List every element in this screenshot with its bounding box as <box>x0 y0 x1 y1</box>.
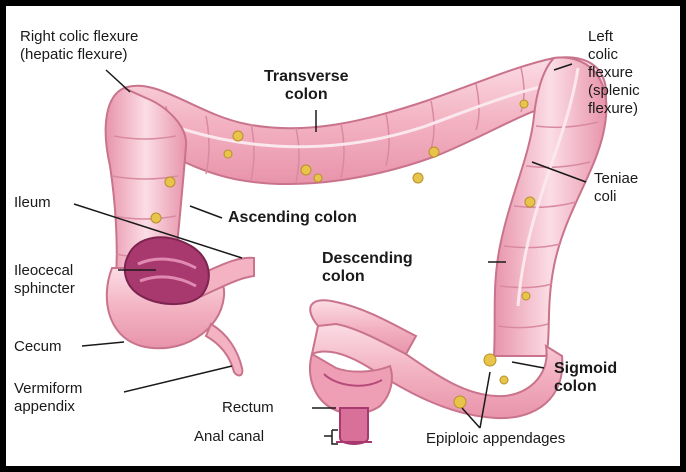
label-teniae-coli: Teniae coli <box>594 170 638 206</box>
label-right-colic-flexure: Right colic flexure (hepatic flexure) <box>20 28 138 64</box>
label-sigmoid-colon: Sigmoid colon <box>554 360 617 396</box>
label-ascending-colon: Ascending colon <box>228 209 357 227</box>
label-descending-colon: Descending colon <box>322 250 413 286</box>
label-anal-canal: Anal canal <box>194 428 264 446</box>
label-transverse-colon: Transverse colon <box>264 68 349 104</box>
label-ileum: Ileum <box>14 194 51 212</box>
label-left-colic-flexure: Left colic flexure (splenic flexure) <box>588 28 640 118</box>
label-rectum: Rectum <box>222 399 274 417</box>
label-epiploic-appendages: Epiploic appendages <box>426 430 565 448</box>
anal-canal-shape <box>340 408 368 444</box>
label-vermiform-appendix: Vermiform appendix <box>14 380 82 416</box>
label-ileocecal-sphincter: Ileocecal sphincter <box>14 262 75 298</box>
label-cecum: Cecum <box>14 338 62 356</box>
